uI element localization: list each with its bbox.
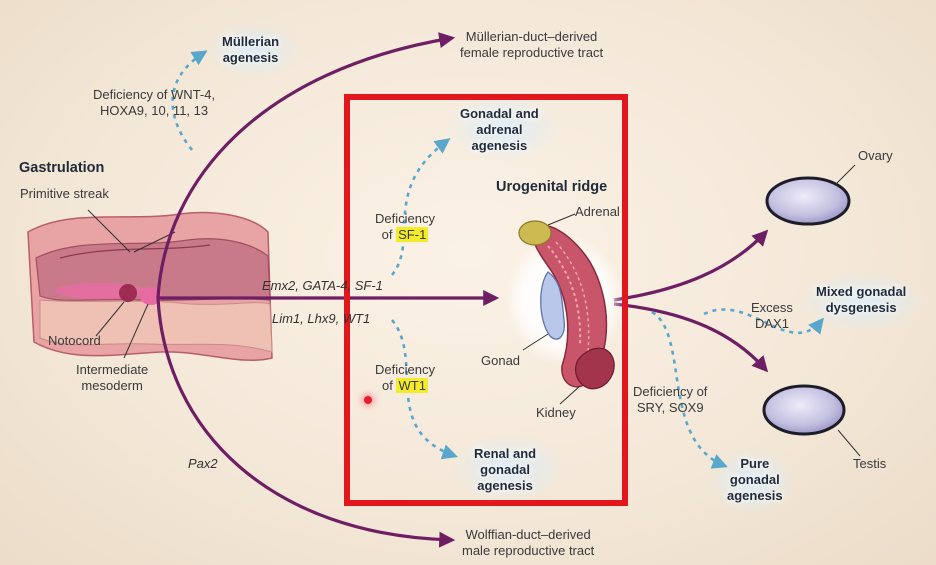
mesoderm-shape (140, 287, 162, 305)
glow-pure (708, 448, 796, 516)
label-sf1-deficiency: Deficiency of SF-1 (375, 211, 435, 242)
arrow-to-mullerian-tract (156, 32, 456, 299)
adrenal-shape (518, 220, 552, 246)
dash-renal-gonadal (390, 319, 458, 460)
label-wnt-deficiency: Deficiency of WNT-4,HOXA9, 10, 11, 13 (93, 87, 216, 118)
glow-gonadal-adrenal (445, 94, 561, 162)
glow-renal-gonadal (450, 434, 566, 502)
deficiency-arrows (171, 50, 824, 469)
label-adrenal: Adrenal (575, 204, 620, 219)
label-primitive-streak: Primitive streak (20, 186, 109, 201)
testis-shape (762, 384, 846, 436)
notocord-shape (119, 284, 137, 302)
label-genes-lower: Lim1, Lhx9, WT1 (272, 311, 371, 326)
highlight-frame (344, 94, 628, 506)
gonad-shape (540, 271, 565, 340)
label-kidney: Kidney (536, 405, 576, 420)
kidney-lobe (575, 347, 615, 390)
embryo-lower-layer (39, 299, 273, 353)
dash-mullerian (171, 50, 208, 151)
gonad-leader (522, 333, 549, 351)
gene-highlight-wt1: WT1 (396, 378, 428, 393)
kidney-shape (531, 224, 608, 388)
mesoderm-leader (123, 303, 149, 359)
embryo-section (27, 211, 273, 361)
glow-mixed (797, 272, 929, 332)
testis-leader (837, 429, 861, 457)
arrow-to-wolffian-tract (156, 297, 456, 548)
arrow-to-ovary (613, 229, 769, 302)
label-gastrulation: Gastrulation (19, 160, 105, 176)
label-urogenital-ridge: Urogenital ridge (496, 179, 608, 195)
kidney-tubules (547, 245, 582, 347)
ovary-shape (765, 176, 851, 226)
label-wt1-deficiency: Deficiency of WT1 (375, 362, 435, 393)
label-testis: Testis (853, 456, 887, 471)
adrenal-leader (547, 213, 576, 226)
urogenital-ridge-illustration (505, 220, 625, 390)
label-gonad: Gonad (481, 353, 521, 368)
dash-mixed-dysgenesis (703, 308, 824, 335)
embryo-fold-line (59, 244, 211, 259)
primitive-streak-leader-2 (133, 231, 176, 253)
label-genes-upper: Emx2, GATA-4, SF-1 (262, 278, 383, 293)
label-ovary: Ovary (858, 148, 893, 163)
dash-gonadal-adrenal (390, 138, 451, 276)
label-notocord: Notocord (48, 333, 101, 348)
primitive-streak-leader (87, 209, 131, 253)
glow-mullerian (206, 22, 302, 78)
dash-pure-agenesis (651, 310, 728, 469)
ovary-leader (835, 164, 856, 185)
notocord-leader (95, 301, 125, 337)
arrow-to-testis (613, 302, 769, 373)
cursor-pointer-dot (364, 396, 372, 404)
pathway-arrows (156, 32, 769, 548)
kidney-leader (559, 385, 581, 405)
label-pax2: Pax2 (188, 456, 218, 471)
gene-highlight-sf1: SF-1 (396, 227, 429, 242)
